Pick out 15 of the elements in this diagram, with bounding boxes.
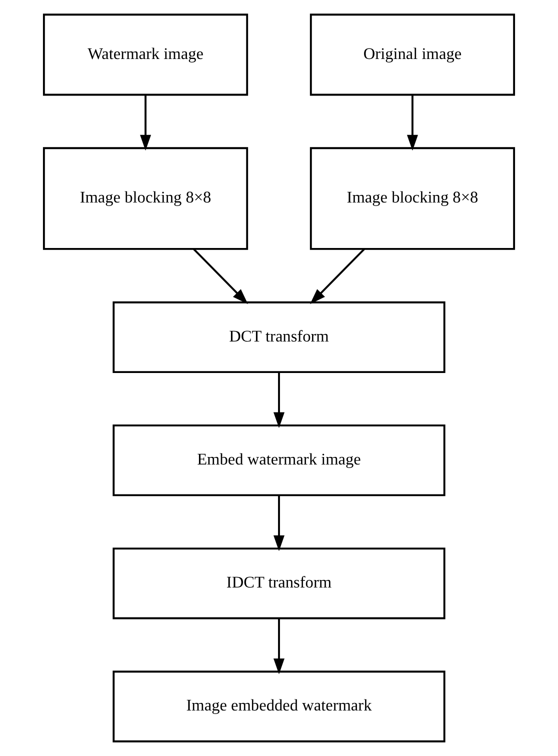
node-box: Original image — [310, 14, 516, 96]
arrow — [310, 248, 365, 304]
node-box: Watermark image — [42, 14, 248, 96]
arrow — [273, 618, 285, 674]
arrow — [140, 95, 152, 151]
node-box: Image embedded watermark — [112, 670, 446, 742]
node-box: DCT transform — [112, 301, 446, 374]
node-box: Image blocking 8×8 — [310, 147, 516, 250]
node-box: IDCT transform — [112, 548, 446, 620]
arrow — [273, 495, 285, 552]
arrow — [273, 372, 285, 428]
arrow — [406, 95, 418, 151]
node-box: Image blocking 8×8 — [42, 147, 248, 250]
node-box: Embed watermark image — [112, 424, 446, 496]
arrow — [193, 248, 248, 304]
